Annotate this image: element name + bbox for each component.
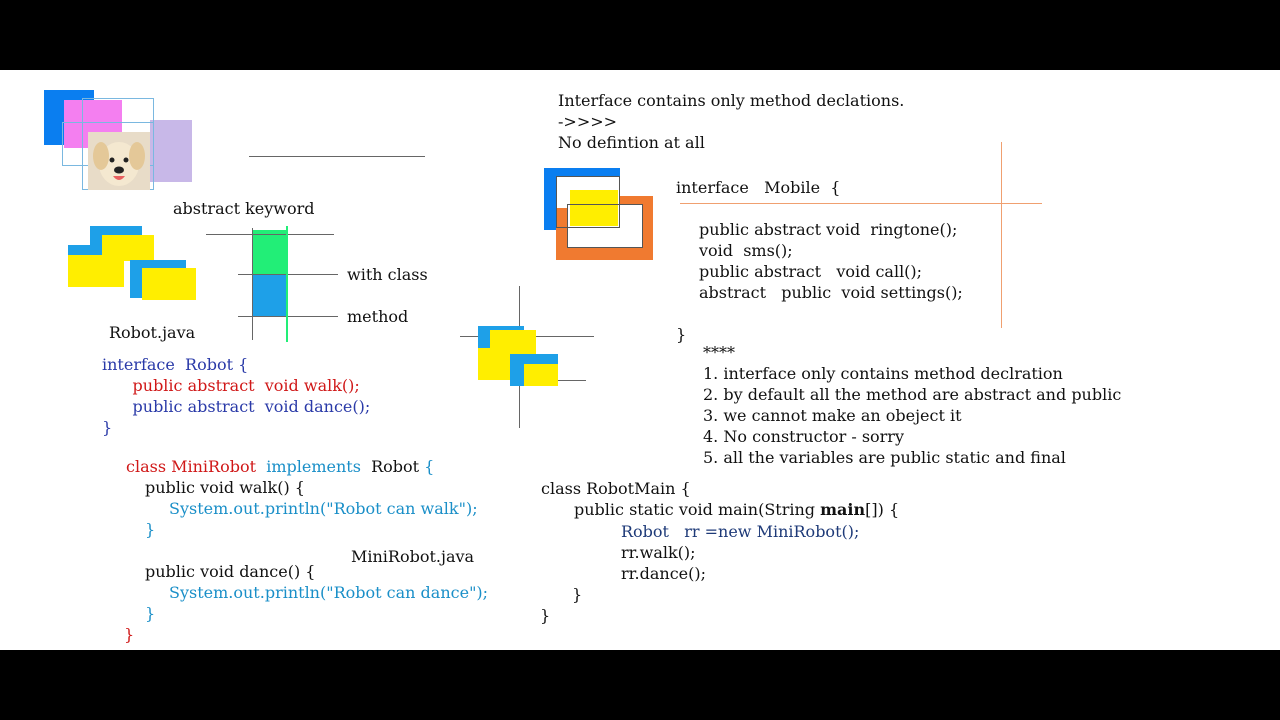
mobile-code-line-1: interface Mobile { [676,178,841,197]
method-label: method [347,307,409,326]
main-code-line-1: class RobotMain { [541,479,691,498]
class-close: } [124,625,135,644]
mobile-code-line-6: } [676,325,687,344]
main-code-line-4: rr.walk(); [621,543,696,562]
with-class-label: with class [347,265,428,284]
dance-signature: public void dance() { [145,562,316,581]
mobile-code-line-3: void sms(); [699,241,793,260]
main-code-line-6: } [572,585,583,604]
divider-line [249,156,425,157]
heading-line-1: Interface contains only method declation… [558,91,905,110]
class-open-brace: { [424,457,435,476]
mobile-code-line-2: public abstract void ringtone(); [699,220,958,239]
walk-close: } [145,520,156,539]
dance-close: } [145,604,156,623]
main-code-line-3: Robot rr =new MiniRobot(); [621,522,860,541]
abstract-keyword-label: abstract keyword [173,199,315,218]
main-code-line-7: } [540,606,551,625]
implements-keyword: implements [256,457,361,476]
rule-2: 2. by default all the method are abstrac… [703,385,1122,404]
robot-code-line-1: interface Robot { [102,355,249,374]
robot-code-line-3: public abstract void dance(); [102,397,371,416]
minirobot-java-label: MiniRobot.java [351,547,475,566]
minirobot-class-line: class MiniRobot implements Robot { [126,456,434,477]
robot-code-line-4: } [102,418,113,437]
rule-5: 5. all the variables are public static a… [703,448,1066,467]
heading-line-2: ->>>> [558,112,618,131]
main-signature-post: []) { [865,500,900,519]
main-code-line-5: rr.dance(); [621,564,707,583]
stars: **** [703,343,735,362]
rule-4: 4. No constructor - sorry [703,427,904,446]
walk-signature: public void walk() { [145,478,305,497]
orange-horizontal-line [680,203,1042,204]
robot-java-label: Robot.java [109,323,196,342]
dog-image [88,132,150,190]
mobile-code-line-5: abstract public void settings(); [699,283,963,302]
slide: abstract keyword with class method Robot… [0,70,1280,650]
main-signature-bold: main [820,500,866,519]
heading-line-3: No defintion at all [558,133,705,152]
mobile-code-line-4: public abstract void call(); [699,262,923,281]
main-code-line-2: public static void main(String main[]) { [574,499,899,520]
rule-3: 3. we cannot make an obeject it [703,406,962,425]
robot-code-line-2: public abstract void walk(); [102,376,360,395]
robot-name: Robot [360,457,425,476]
walk-body: System.out.println("Robot can walk"); [169,499,478,518]
main-signature-pre: public static void main(String [574,500,821,519]
orange-vertical-line [1001,142,1002,328]
rule-1: 1. interface only contains method declra… [703,364,1063,383]
dance-body: System.out.println("Robot can dance"); [169,583,489,602]
class-keyword: class MiniRobot [126,457,257,476]
